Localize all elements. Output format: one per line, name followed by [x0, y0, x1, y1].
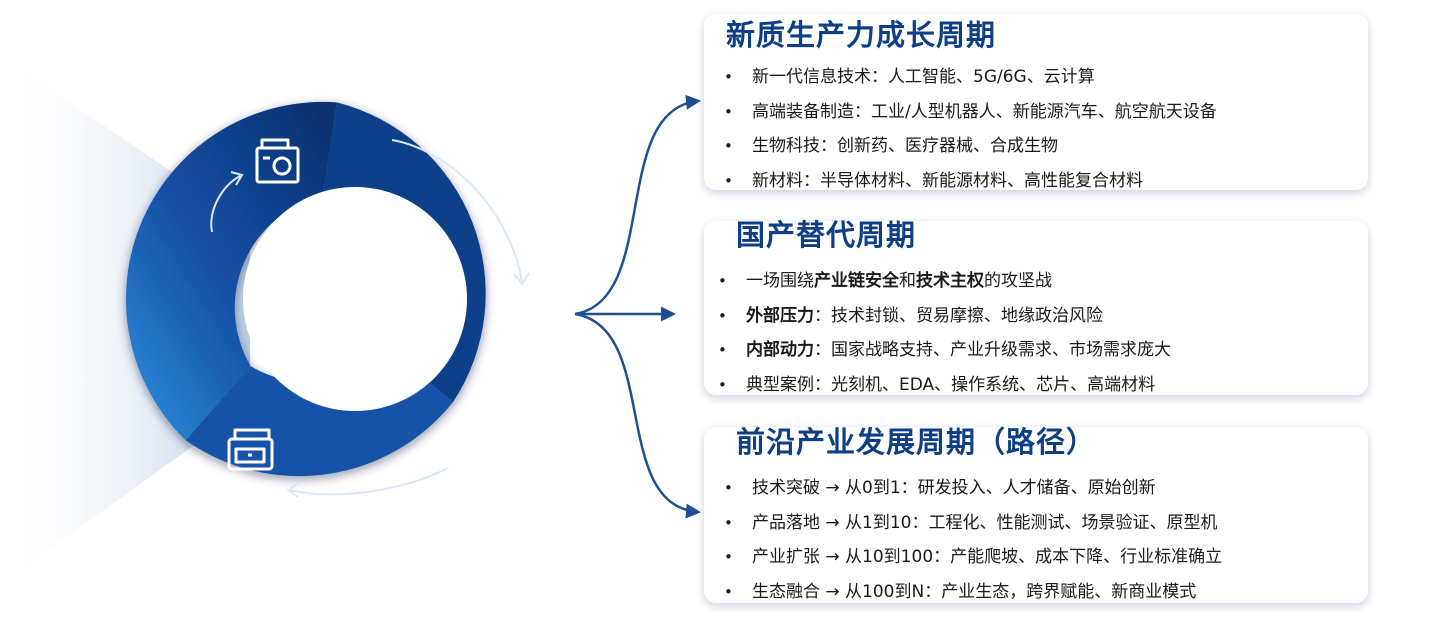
list-item: 新材料：半导体材料、新能源材料、高性能复合材料	[724, 164, 1217, 199]
card-list: 一场围绕产业链安全和技术主权的攻坚战 外部压力：技术封锁、贸易摩擦、地缘政治风险…	[718, 264, 1171, 402]
radio-icon	[500, 308, 547, 352]
list-item: 外部压力：技术封锁、贸易摩擦、地缘政治风险	[718, 299, 1171, 334]
cycle-arrow-top	[210, 175, 241, 233]
camera-icon	[255, 138, 300, 184]
bold-text: 技术主权	[916, 271, 984, 291]
list-item: 高端装备制造：工业/人型机器人、新能源汽车、航空航天设备	[724, 95, 1217, 130]
list-item: 技术突破 → 从0到1：研发投入、人才储备、原始创新	[724, 471, 1222, 506]
card-list: 新一代信息技术：人工智能、5G/6G、云计算 高端装备制造：工业/人型机器人、新…	[724, 60, 1217, 198]
item-text: 新材料：半导体材料、新能源材料、高性能复合材料	[752, 170, 1143, 191]
item-text: 新一代信息技术：人工智能、5G/6G、云计算	[752, 67, 1095, 87]
item-text: 一场围绕	[746, 271, 814, 291]
list-item: 生态融合 → 从100到N：产业生态，跨界赋能、新商业模式	[724, 575, 1222, 610]
list-item: 一场围绕产业链安全和技术主权的攻坚战	[718, 264, 1171, 299]
item-text: 生态融合 → 从100到N：产业生态，跨界赋能、新商业模式	[752, 581, 1197, 602]
connector-bottom	[574, 312, 701, 519]
cycle-arrow-right	[391, 139, 523, 283]
item-text: 产业扩张 → 从10到100：产能爬坡、成本下降、行业标准确立	[752, 547, 1223, 567]
card-title: 前沿产业发展周期（路径）	[736, 425, 1097, 459]
bold-text: 产业链安全	[814, 271, 899, 291]
item-text: 技术突破 → 从0到1：研发投入、人才储备、原始创新	[752, 478, 1156, 498]
list-item: 新一代信息技术：人工智能、5G/6G、云计算	[724, 60, 1217, 95]
item-text: ：技术封锁、贸易摩擦、地缘政治风险	[814, 305, 1103, 326]
item-text: 生物科技：创新药、医疗器械、合成生物	[752, 136, 1058, 156]
list-item: 内部动力：国家战略支持、产业升级需求、市场需求庞大	[718, 333, 1171, 368]
card-domestic-substitution: 国产替代周期 一场围绕产业链安全和技术主权的攻坚战 外部压力：技术封锁、贸易摩擦…	[704, 218, 1368, 402]
list-item: 典型案例：光刻机、EDA、操作系统、芯片、高端材料	[718, 368, 1171, 403]
card-title: 新质生产力成长周期	[726, 18, 997, 52]
connector-top	[574, 94, 701, 316]
cycle-arrow-bottom-head	[286, 482, 300, 498]
printer-icon	[227, 428, 274, 471]
card-title: 国产替代周期	[736, 218, 917, 252]
list-item: 生物科技：创新药、医疗器械、合成生物	[724, 129, 1217, 164]
card-frontier-industry: 前沿产业发展周期（路径） 技术突破 → 从0到1：研发投入、人才储备、原始创新 …	[704, 425, 1368, 609]
item-text: 高端装备制造：工业/人型机器人、新能源汽车、航空航天设备	[752, 101, 1217, 122]
list-item: 产品落地 → 从1到10：工程化、性能测试、场景验证、原型机	[724, 506, 1222, 541]
cycle-arrow-top-head	[230, 171, 244, 186]
ring-segment-top-left	[125, 101, 337, 441]
cycle-arrow-bottom	[289, 467, 449, 496]
item-text: 产品落地 → 从1到10：工程化、性能测试、场景验证、原型机	[752, 512, 1218, 533]
card-new-quality-productivity: 新质生产力成长周期 新一代信息技术：人工智能、5G/6G、云计算 高端装备制造：…	[704, 14, 1368, 198]
card-list: 技术突破 → 从0到1：研发投入、人才储备、原始创新 产品落地 → 从1到10：…	[724, 471, 1222, 609]
item-text: ：国家战略支持、产业升级需求、市场需求庞大	[814, 340, 1171, 360]
item-text: 的攻坚战	[984, 271, 1052, 291]
cycle-arrow-right-head	[513, 272, 530, 286]
bold-text: 内部动力	[746, 340, 814, 360]
item-text: 和	[899, 271, 916, 291]
list-item: 产业扩张 → 从10到100：产能爬坡、成本下降、行业标准确立	[724, 540, 1222, 575]
bold-text: 外部压力	[746, 305, 814, 326]
ring-center	[243, 187, 467, 411]
item-text: 典型案例：光刻机、EDA、操作系统、芯片、高端材料	[746, 374, 1156, 395]
